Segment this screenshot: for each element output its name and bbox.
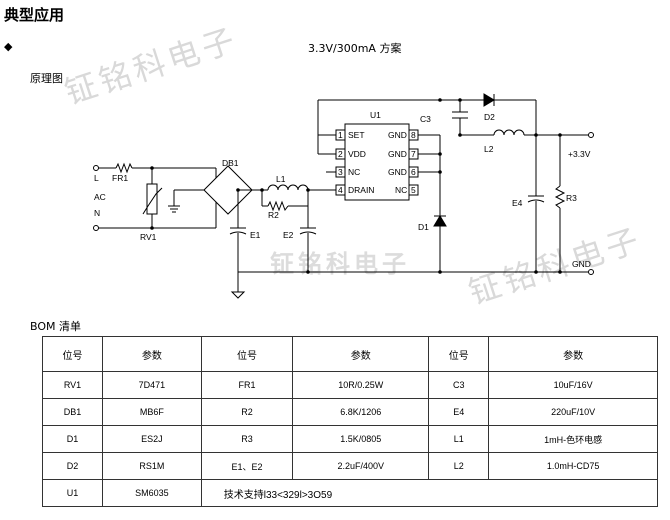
pin-name: VDD [348, 149, 366, 159]
table-cell: R2 [200, 398, 294, 426]
table-cell: 1.0mH-CD75 [488, 452, 658, 480]
table-cell: D2 [41, 452, 104, 480]
label-e2: E2 [283, 230, 294, 240]
label-e1: E1 [250, 230, 261, 240]
bom-label: BOM 清单 [30, 320, 81, 333]
table-cell: 1mH-色环电感 [488, 425, 658, 453]
table-cell: E1、E2 [200, 452, 294, 480]
label-d1: D1 [418, 222, 429, 232]
pin-number: 8 [411, 130, 416, 140]
label-gnd: GND [572, 259, 591, 269]
table-cell: R3 [200, 425, 294, 453]
label-fr1: FR1 [112, 173, 128, 183]
table-cell: E4 [428, 398, 490, 426]
pin-number: 7 [411, 149, 416, 159]
label-l: L [94, 173, 99, 183]
table-row: U1 SM6035 技术支持l33<329l>3O59 [41, 479, 659, 507]
table-cell: U1 [41, 479, 104, 507]
pin-name: DRAIN [348, 185, 374, 195]
column-header: 参数 [292, 336, 430, 372]
table-cell: L2 [428, 452, 490, 480]
column-header: 位号 [200, 336, 294, 372]
table-row: DB1 MB6F R2 6.8K/1206 E4 220uF/10V [41, 398, 658, 426]
watermark: 钲铭科电子 [270, 250, 410, 278]
pin-name: GND [388, 167, 407, 177]
label-n: N [94, 208, 100, 218]
page-title: 典型应用 [4, 6, 65, 24]
table-cell: 6.8K/1206 [292, 398, 430, 426]
column-header: 位号 [428, 336, 490, 372]
table-cell: RV1 [41, 371, 104, 399]
column-header: 参数 [488, 336, 658, 372]
label-db1: DB1 [222, 158, 239, 168]
support-note: 技术支持l33<329l>3O59 [200, 479, 659, 507]
table-cell: MB6F [102, 398, 202, 426]
pin-number: 5 [411, 185, 416, 195]
table-cell: RS1M [102, 452, 202, 480]
table-cell: C3 [428, 371, 490, 399]
pin-name: SET [348, 130, 365, 140]
table-cell: 220uF/10V [488, 398, 658, 426]
table-cell: 7D471 [102, 371, 202, 399]
table-cell: 10uF/16V [488, 371, 658, 399]
pin-number: 4 [338, 185, 343, 195]
table-header-row: 位号 参数 位号 参数 位号 参数 [41, 336, 658, 372]
bom-table: 位号 参数 位号 参数 位号 参数 RV1 7D471 FR1 10R/0.25… [41, 336, 659, 507]
table-row: D1 ES2J R3 1.5K/0805 L1 1mH-色环电感 [41, 425, 658, 453]
pin-name: NC [395, 185, 407, 195]
label-d2: D2 [484, 112, 495, 122]
pin-name: GND [388, 149, 407, 159]
table-cell: DB1 [41, 398, 104, 426]
table-cell: FR1 [200, 371, 294, 399]
table-cell: 1.5K/0805 [292, 425, 430, 453]
label-c3: C3 [420, 114, 431, 124]
table-row: D2 RS1M E1、E2 2.2uF/400V L2 1.0mH-CD75 [41, 452, 658, 480]
pin-number: 1 [338, 130, 343, 140]
ic-label: U1 [370, 110, 381, 120]
label-rv1: RV1 [140, 232, 157, 242]
pin-number: 2 [338, 149, 343, 159]
bullet-icon: ◆ [4, 40, 13, 53]
table-cell: ES2J [102, 425, 202, 453]
table-row: RV1 7D471 FR1 10R/0.25W C3 10uF/16V [41, 371, 658, 399]
scheme-title: 3.3V/300mA 方案 [308, 42, 402, 55]
column-header: 参数 [102, 336, 202, 372]
label-l1: L1 [276, 174, 286, 184]
diagram-label: 原理图 [30, 72, 63, 85]
label-vout: +3.3V [568, 149, 591, 159]
label-ac: AC [94, 192, 106, 202]
label-r3: R3 [566, 193, 577, 203]
label-e4: E4 [512, 198, 523, 208]
column-header: 位号 [41, 336, 104, 372]
table-cell: L1 [428, 425, 490, 453]
table-cell: SM6035 [102, 479, 202, 507]
pin-number: 6 [411, 167, 416, 177]
table-cell: 10R/0.25W [292, 371, 430, 399]
pin-number: 3 [338, 167, 343, 177]
circuit-schematic: 1 2 3 4 8 7 6 5 SET VDD NC DRAIN GND GND… [93, 93, 594, 299]
label-r2: R2 [268, 210, 279, 220]
label-l2: L2 [484, 144, 494, 154]
table-cell: 2.2uF/400V [292, 452, 430, 480]
pin-name: GND [388, 130, 407, 140]
table-cell: D1 [41, 425, 104, 453]
pin-name: NC [348, 167, 360, 177]
